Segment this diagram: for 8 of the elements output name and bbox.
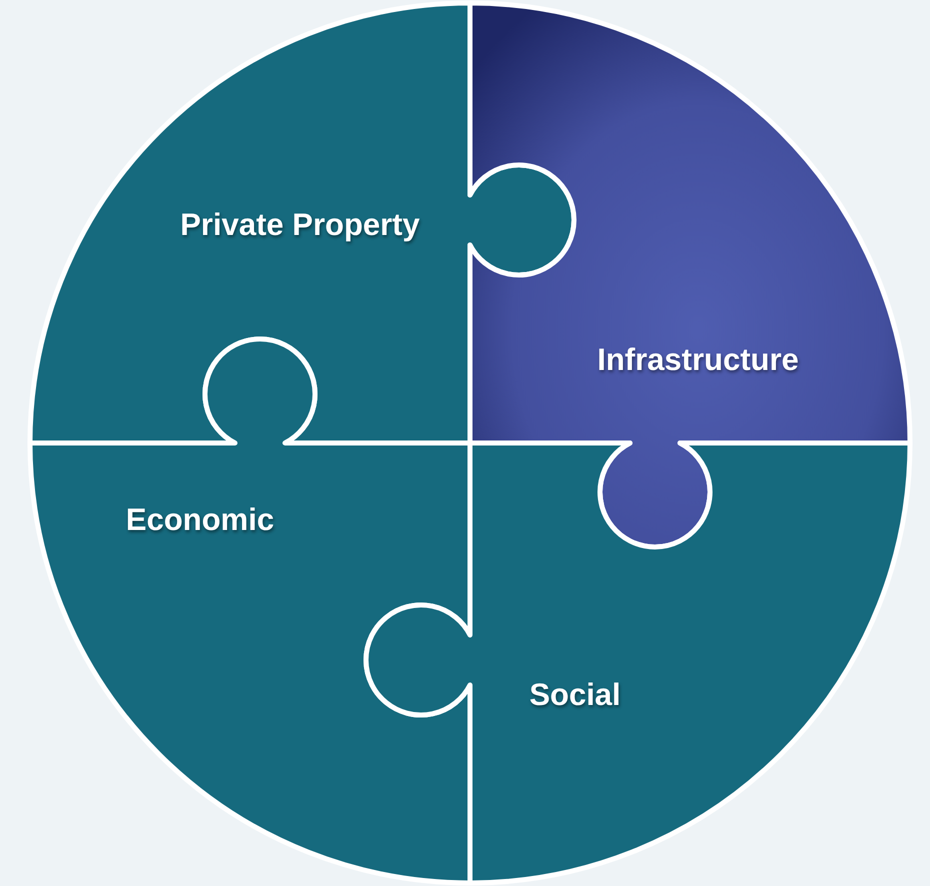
puzzle-piece xyxy=(30,339,470,883)
piece-label: Private Property xyxy=(180,207,420,243)
puzzle-piece xyxy=(366,443,910,883)
piece-label: Infrastructure xyxy=(597,342,799,378)
piece-label: Economic xyxy=(126,502,274,538)
puzzle-piece xyxy=(30,3,574,443)
puzzle-piece xyxy=(470,3,910,547)
piece-label: Social xyxy=(529,677,621,713)
